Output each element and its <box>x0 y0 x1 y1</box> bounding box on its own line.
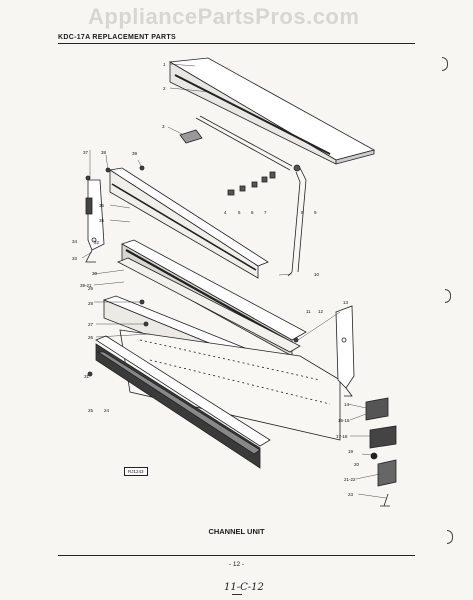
callout-8: 8 <box>301 210 304 215</box>
callout-36: 36 <box>99 203 105 208</box>
right-side-bracket <box>335 305 355 397</box>
page-header-title: KDC-17A REPLACEMENT PARTS <box>58 34 176 41</box>
callout-6: 6 <box>251 210 254 215</box>
handwritten-underline <box>232 594 242 595</box>
callout-10: 10 <box>314 272 320 277</box>
small-hardware-group <box>227 164 301 196</box>
callout-30: 30 <box>92 271 98 276</box>
callout-5: 5 <box>238 210 241 215</box>
callout-9: 9 <box>314 210 317 215</box>
reference-code-box: RJ1243 <box>124 467 148 476</box>
callout-13: 13 <box>343 300 349 305</box>
callout-28: 28 <box>88 301 94 306</box>
small-bracket <box>179 129 203 144</box>
callout-31: 31 <box>84 374 90 379</box>
callout-26: 26 <box>88 335 94 340</box>
callout-32: 32 <box>94 240 100 245</box>
callout-34: 34 <box>72 239 78 244</box>
callout-4: 4 <box>224 210 227 215</box>
callout-23: 23 <box>348 492 354 497</box>
top-cover-panel <box>168 57 376 165</box>
callout-24: 24 <box>104 408 110 413</box>
callout-12: 12 <box>318 309 324 314</box>
callout-37: 37 <box>83 150 89 155</box>
callout-7: 7 <box>264 210 267 215</box>
callout-1: 1 <box>163 62 166 67</box>
front-grille-panel <box>95 335 271 469</box>
back-panel <box>108 167 269 279</box>
callout-35: 35 <box>99 218 105 223</box>
callout-15-16: 15-16 <box>338 418 350 423</box>
callout-27: 27 <box>88 322 94 327</box>
header-rule <box>58 43 415 44</box>
control-knob-group <box>365 397 397 507</box>
callout-20: 20 <box>354 462 360 467</box>
callout-33: 33 <box>72 256 78 261</box>
footer-rule <box>58 555 415 556</box>
callout-17-18: 17-18 <box>336 434 348 439</box>
callout-labels: 1 2 3 4 5 6 7 8 9 10 11 12 13 14 15-16 1… <box>72 62 360 497</box>
callout-2: 2 <box>163 86 166 91</box>
callout-39: 39 <box>132 151 138 156</box>
watermark: AppliancePartsPros.com <box>88 4 360 29</box>
callout-11: 11 <box>306 309 311 314</box>
long-rod <box>195 117 291 171</box>
callout-29: 29 <box>88 286 94 291</box>
callout-25: 25 <box>88 408 94 413</box>
handwritten-note: 11-C-12 <box>224 582 264 593</box>
callout-21-22: 21-22 <box>344 477 356 482</box>
vertical-wire <box>287 171 301 277</box>
callout-38: 38 <box>101 150 107 155</box>
page-number: - 12 - <box>228 561 245 568</box>
callout-39-21: 39-21 <box>80 283 92 288</box>
callout-19: 19 <box>348 449 354 454</box>
callout-14: 14 <box>344 402 350 407</box>
left-side-bracket <box>85 179 105 263</box>
callout-3: 3 <box>162 124 165 129</box>
diagram-caption: CHANNEL UNIT <box>208 527 265 536</box>
